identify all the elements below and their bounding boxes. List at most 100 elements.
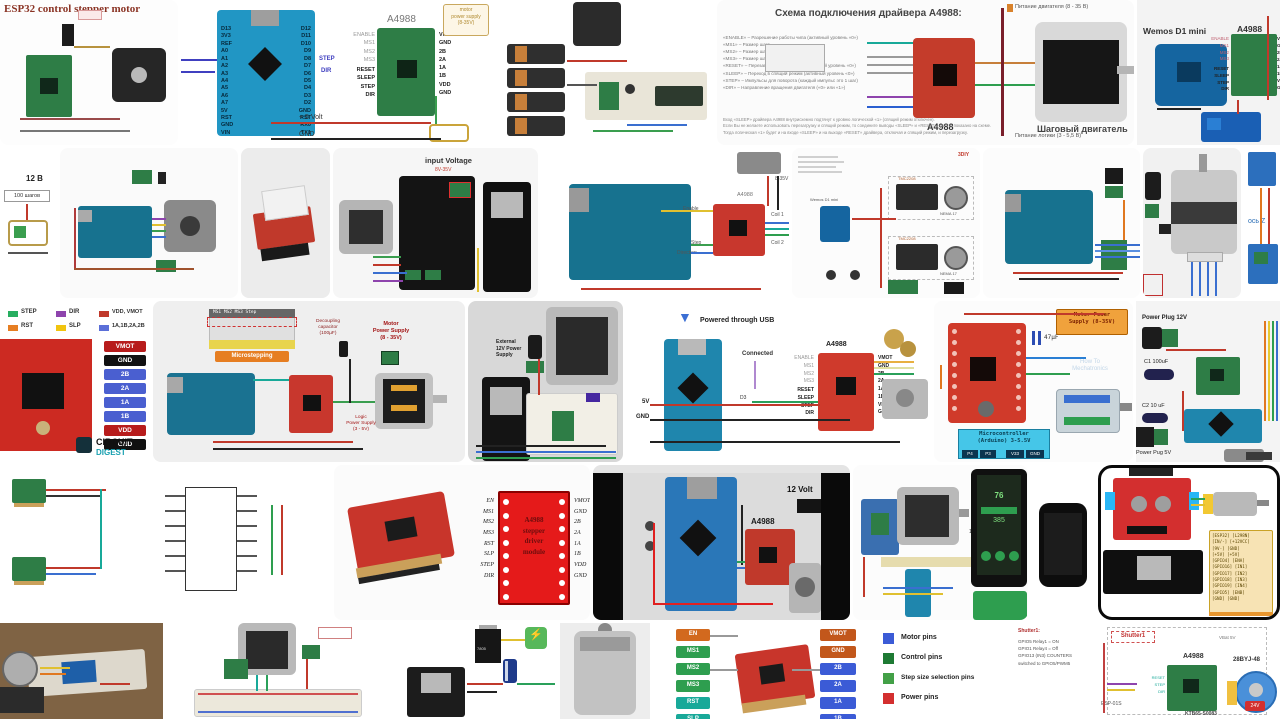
result-uno-motor-diagram[interactable]: [60, 148, 238, 298]
result-motor-photo[interactable]: [1143, 148, 1241, 298]
motor-face: [795, 577, 815, 597]
wire: [237, 510, 257, 512]
potentiometer: [978, 401, 994, 417]
wire: [691, 244, 713, 246]
wire: [266, 675, 268, 691]
mcu-label: Microcontroller (Arduino) 3-5.5V: [977, 431, 1031, 444]
result-russian-a4988-schema[interactable]: Схема подключения драйвера A4988:«ENABLE…: [717, 0, 1134, 145]
display-value-2: 385: [993, 517, 1005, 524]
pin-chip-1b: 1B: [104, 411, 146, 422]
capacitor-1: [1131, 496, 1147, 512]
result-uno-green-driver[interactable]: [983, 148, 1140, 298]
legend-swatch-vdd: [99, 311, 109, 317]
brand-digest: DIGEST: [96, 448, 126, 457]
result-esp32-l298n[interactable]: [ESP32] [L298N] [IN/-] [+12VCC] [9V-] [G…: [1098, 465, 1280, 620]
driver-chip: [14, 226, 26, 238]
dashed-frame: [1107, 627, 1267, 715]
pin-chip-vmot: VMOT: [104, 341, 146, 352]
wire: [100, 489, 102, 569]
result-a4988-pin-chips[interactable]: ENMS1MS2MS3RSTSLPVMOTGND2B2A1A1B: [652, 623, 870, 719]
result-dual-green-modules[interactable]: [0, 465, 118, 620]
stepper-motor-28byj: [2, 651, 38, 687]
wire: [1123, 200, 1125, 240]
driver-board: [599, 82, 619, 110]
wire: [467, 683, 503, 685]
wire: [1272, 321, 1274, 421]
wire: [737, 567, 745, 569]
wire: [373, 280, 403, 282]
motor-voltage: 24V: [1245, 701, 1265, 711]
legend-swatch-slp: [56, 325, 66, 331]
wire: [767, 176, 769, 206]
result-motor-render[interactable]: [560, 623, 650, 719]
wire: [74, 208, 76, 268]
result-gpio-notes[interactable]: Shutter1:GPIO5 Relay1 = ON GPIO1 Relay4 …: [1014, 623, 1096, 719]
regulator-module: [888, 280, 918, 294]
wire: [213, 448, 363, 450]
twelve-volt-label: 12 Volt: [787, 485, 813, 494]
pin-chip-gnd2: GND: [104, 439, 146, 450]
wire: [1207, 262, 1209, 296]
wire: [467, 691, 497, 693]
wire: [737, 561, 745, 563]
wire: [46, 573, 96, 575]
terminal-5v: [1154, 429, 1168, 445]
wire: [650, 404, 820, 406]
tmc-driver-1: [896, 184, 938, 210]
step-wire-label: STEP: [319, 56, 335, 62]
wire: [349, 359, 351, 403]
wire: [46, 489, 106, 491]
result-battery-breadboard[interactable]: [497, 0, 714, 145]
label-box: [318, 627, 352, 639]
logic-psu-label: Logic Power Supply (3 - 5V): [346, 415, 376, 433]
step-label: Step: [691, 240, 702, 246]
result-nextion-display-stepper[interactable]: 12 В5 В76385: [853, 465, 1028, 620]
result-motor-breadboard-diagram[interactable]: [166, 623, 394, 719]
bolt-icon: ⚡: [529, 629, 543, 641]
pin-dot: [559, 526, 565, 532]
result-breadboard-photo[interactable]: [0, 623, 163, 719]
result-esp32-breadboard-12v[interactable]: External 12V Power Supply: [468, 301, 623, 462]
result-a4988-heatsink-photo[interactable]: [241, 148, 330, 298]
wire: [1001, 8, 1004, 136]
legend-swatch-dir: [56, 311, 66, 317]
gear-2: [900, 341, 916, 357]
vbat-label: VBat 5V: [1219, 635, 1236, 640]
led-strip: [881, 557, 973, 567]
result-os-z-sliver[interactable]: ось Z: [1244, 148, 1280, 298]
dc-motor-cap: [1203, 494, 1213, 514]
wire: [1019, 278, 1119, 280]
powered-usb-label: Powered through USB: [700, 317, 775, 324]
wire: [798, 161, 844, 163]
legend-slp: SLP: [69, 323, 81, 329]
result-phone-card[interactable]: [1031, 465, 1095, 620]
result-esp32-control-stepper[interactable]: ESP32 control stepper motor: [0, 0, 178, 145]
result-nano-a4988-pinout[interactable]: D13 3V3 REF A0 A1 A2 A3 A4 A5 A6 A7 5V R…: [181, 0, 494, 145]
result-7805-nodemcu[interactable]: 7805⚡: [397, 623, 557, 719]
wire: [165, 540, 185, 542]
vin-terminal: [449, 182, 471, 198]
wire: [1032, 331, 1035, 345]
result-ic-schematic[interactable]: [121, 465, 331, 620]
out-terminal: [425, 270, 441, 280]
pin-dot: [503, 593, 509, 600]
driver-board: [224, 659, 248, 679]
battery-stripe: [515, 94, 527, 110]
table-header-text: MS1 MS2 MS3 Step: [213, 310, 257, 315]
tmc2208-label-1: TMC2208: [898, 176, 916, 181]
bolt-icon-bg: [525, 627, 547, 649]
